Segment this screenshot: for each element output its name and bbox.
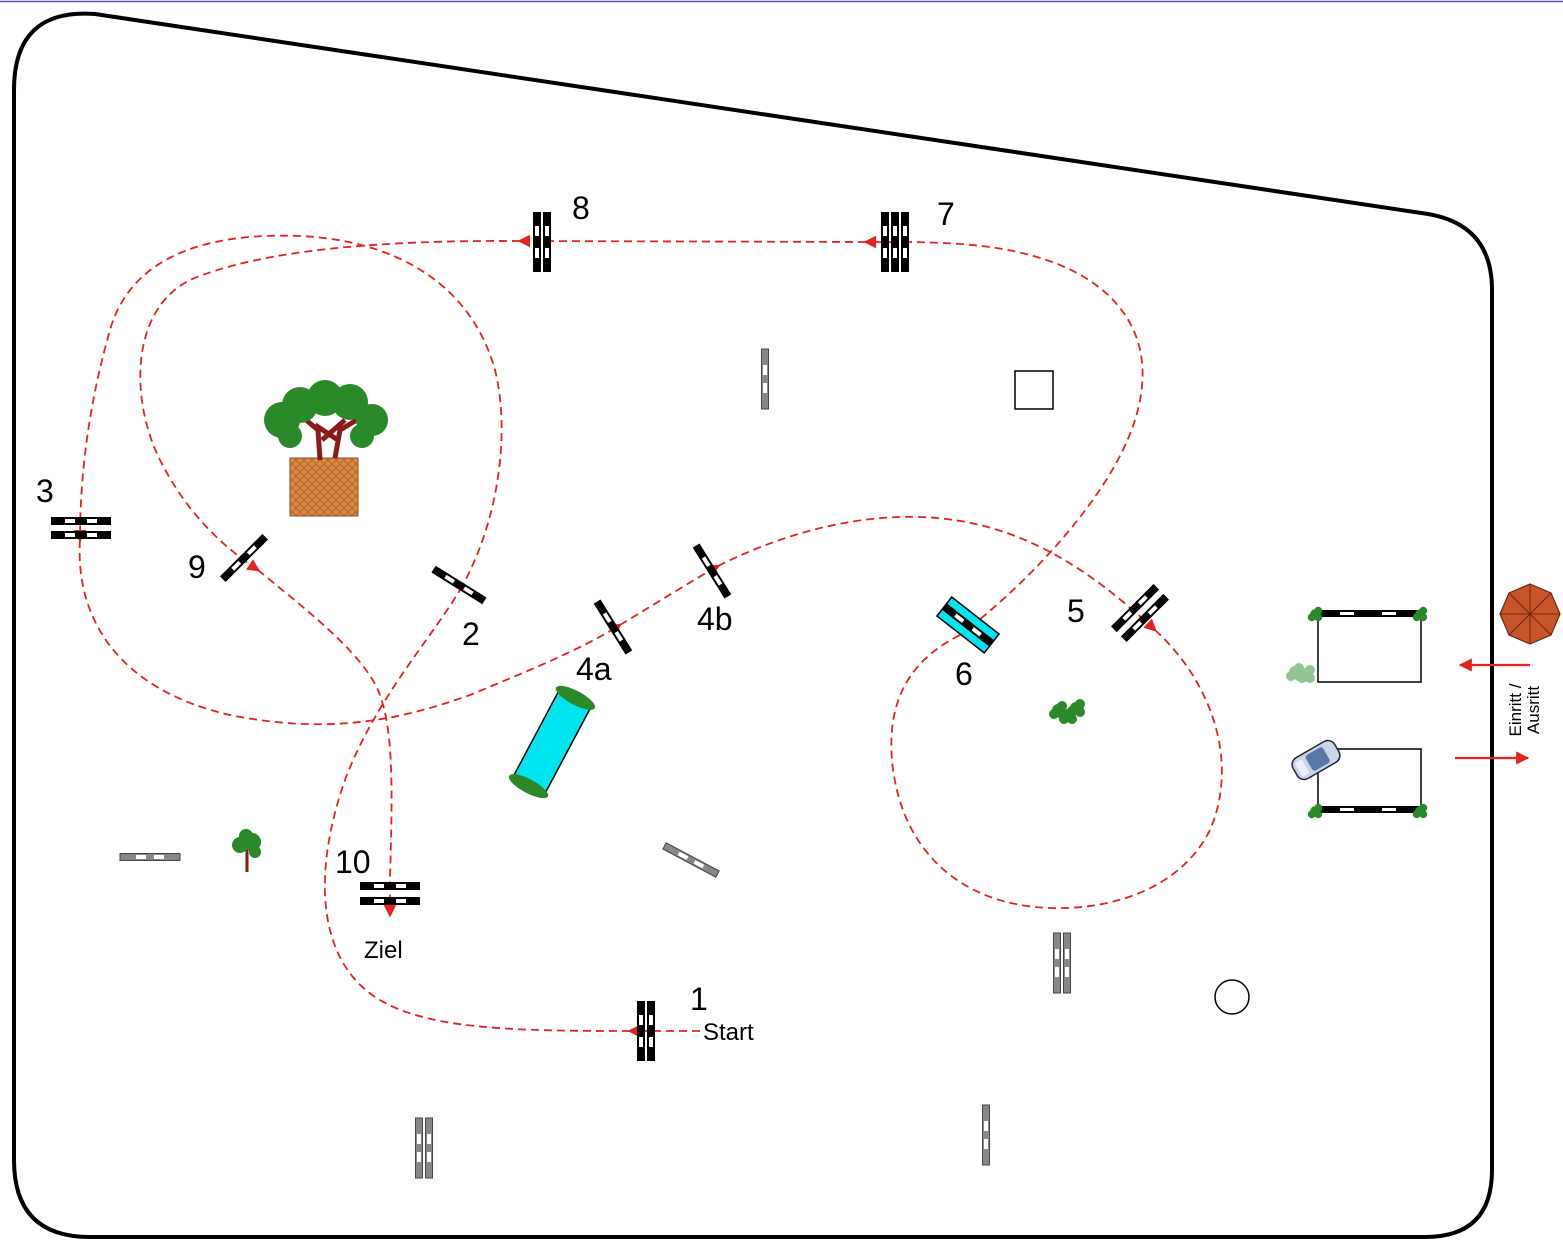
umbrella-icon bbox=[1499, 583, 1561, 645]
arena-outline bbox=[12, 11, 1494, 1239]
route-path bbox=[73, 234, 1223, 1038]
label-jump-2: 2 bbox=[462, 616, 480, 652]
gray-pole bbox=[982, 1104, 990, 1166]
label-jump-10: 10 bbox=[335, 844, 371, 880]
water-obstacle bbox=[508, 685, 596, 799]
jump-4a bbox=[593, 599, 633, 655]
label-jump-1: 1 bbox=[690, 981, 708, 1017]
jump-7 bbox=[881, 212, 909, 272]
label-jump-5: 5 bbox=[1067, 593, 1085, 629]
circle-marker bbox=[1214, 979, 1250, 1015]
gray-pole-double bbox=[1053, 932, 1071, 994]
label-ziel: Ziel bbox=[364, 937, 403, 964]
tree-planter bbox=[264, 380, 388, 517]
entry-exit-label: Einritt / Ausritt bbox=[1506, 683, 1543, 736]
entry-exit-line-1: Einritt / bbox=[1506, 683, 1525, 736]
bush-center bbox=[1049, 699, 1085, 724]
gray-pole bbox=[662, 842, 720, 878]
label-jump-7: 7 bbox=[937, 196, 955, 232]
label-jump-4b: 4b bbox=[697, 601, 733, 637]
car-icon bbox=[1291, 739, 1341, 781]
jump-8 bbox=[533, 212, 551, 272]
label-start: Start bbox=[703, 1019, 754, 1046]
gray-pole bbox=[119, 853, 181, 861]
square-marker bbox=[1014, 370, 1054, 410]
jump-9 bbox=[219, 533, 269, 583]
entry-exit-line-2: Ausritt bbox=[1524, 686, 1543, 734]
jump-10 bbox=[360, 882, 420, 905]
label-jump-9: 9 bbox=[188, 549, 206, 585]
jump-6-water bbox=[935, 596, 1001, 654]
gray-pole-double bbox=[415, 1117, 433, 1179]
label-jump-3: 3 bbox=[36, 473, 54, 509]
label-jump-8: 8 bbox=[572, 190, 590, 226]
small-tree bbox=[232, 829, 261, 872]
label-jump-6: 6 bbox=[955, 656, 973, 692]
gray-pole bbox=[761, 348, 769, 410]
paddock-top bbox=[1307, 606, 1428, 683]
jump-2 bbox=[431, 565, 487, 605]
bush-light bbox=[1286, 663, 1315, 683]
jump-5 bbox=[1111, 584, 1169, 642]
jump-4b bbox=[692, 543, 732, 599]
label-jump-4a: 4a bbox=[576, 651, 612, 687]
